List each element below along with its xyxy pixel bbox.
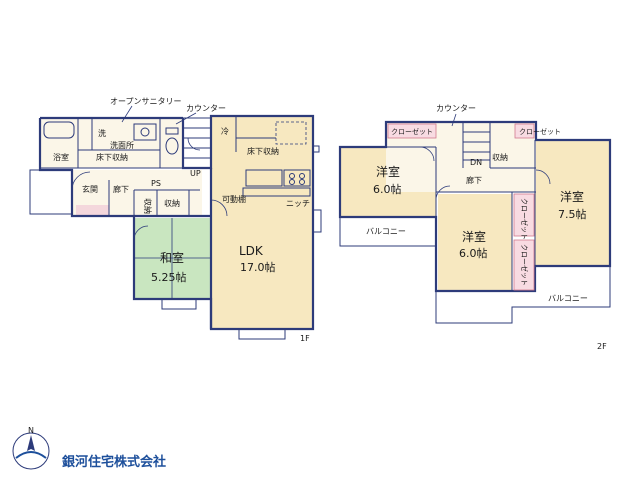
yoshitsu-a-size: 6.0帖 xyxy=(373,183,402,196)
yoshitsu-c-floor xyxy=(535,140,610,266)
senmenjo-label: 洗面所 xyxy=(110,140,134,150)
yoshitsu-c-label: 洋室 xyxy=(560,189,584,204)
sink-icon xyxy=(133,123,157,141)
stove-icon xyxy=(283,169,311,187)
closet-a-label: クローゼット xyxy=(391,127,433,136)
wash-label: 洗 xyxy=(98,128,106,138)
closet-b xyxy=(514,123,535,139)
closet-c xyxy=(513,193,535,237)
toilet-icon xyxy=(165,137,179,155)
north-arrow-icon xyxy=(27,435,35,451)
rei-label: 冷 xyxy=(221,126,229,136)
balcony-a-label: バルコニー xyxy=(366,227,406,236)
yukashita-1-label: 床下収納 xyxy=(96,152,128,162)
floor-1-label: 1F xyxy=(300,334,310,343)
compass: N xyxy=(12,426,50,470)
north-label: N xyxy=(28,426,34,435)
genkan-label: 玄関 xyxy=(82,184,98,194)
ldk-floor xyxy=(211,116,313,329)
ps-label: PS xyxy=(151,179,161,188)
yoshitsu-b-size: 6.0帖 xyxy=(459,247,488,260)
closet-b-label: クローゼット xyxy=(519,127,561,136)
genkan-mat xyxy=(76,205,109,215)
kitchen-sink-icon xyxy=(245,169,283,187)
floor-2-label: 2F xyxy=(597,342,607,351)
yukashita-2-label: 床下収納 xyxy=(247,146,279,156)
kadou-label: 可動棚 xyxy=(222,194,246,204)
company-logo-text: 銀河住宅株式会社 xyxy=(62,454,166,470)
counter-1f-callout: カウンター xyxy=(186,104,226,113)
yoshitsu-a-label: 洋室 xyxy=(376,164,400,179)
counter-2f-callout: カウンター xyxy=(436,104,476,113)
yoshitsu-c-size: 7.5帖 xyxy=(558,208,587,221)
washitsu-label: 和室 xyxy=(160,250,184,265)
floor-1-plan: LDK 17.0帖 和室 5.25帖 浴室 洗 洗面所 床下収納 玄関 廊下 P… xyxy=(29,97,322,343)
shuno-1f-b: 収納 xyxy=(164,198,180,208)
dn-label: DN xyxy=(470,158,482,167)
rouka-1f-label: 廊下 xyxy=(113,184,129,194)
closet-a xyxy=(387,123,437,139)
balcony-b-label: バルコニー xyxy=(548,294,588,303)
closet-d xyxy=(513,239,535,291)
entrance-porch xyxy=(29,169,73,215)
up-label: UP xyxy=(190,169,201,178)
floor-2-plan: 洋室 6.0帖 洋室 6.0帖 洋室 7.5帖 クローゼット クローゼット クロ… xyxy=(338,104,612,351)
open-sanitary-callout: オープンサニタリー xyxy=(110,97,182,106)
yoshitsu-b-label: 洋室 xyxy=(462,229,486,244)
ldk-size: 17.0帖 xyxy=(240,261,276,274)
ldk-label: LDK xyxy=(239,244,264,258)
shuno-1f-a: 収納 xyxy=(143,198,153,214)
rouka-2f-label: 廊下 xyxy=(466,175,482,185)
shuno-2f-label: 収納 xyxy=(492,152,508,162)
niche-label: ニッチ xyxy=(286,199,310,208)
yoshitsu-b-floor xyxy=(438,194,512,291)
bath-label: 浴室 xyxy=(53,152,69,162)
washitsu-floor xyxy=(134,218,211,299)
wet-area-floor xyxy=(40,118,183,168)
closet-c-label: クローゼット xyxy=(520,198,529,240)
closet-d-label: クローゼット xyxy=(520,244,529,286)
washitsu-size: 5.25帖 xyxy=(151,271,187,284)
bathtub-icon xyxy=(43,121,75,139)
